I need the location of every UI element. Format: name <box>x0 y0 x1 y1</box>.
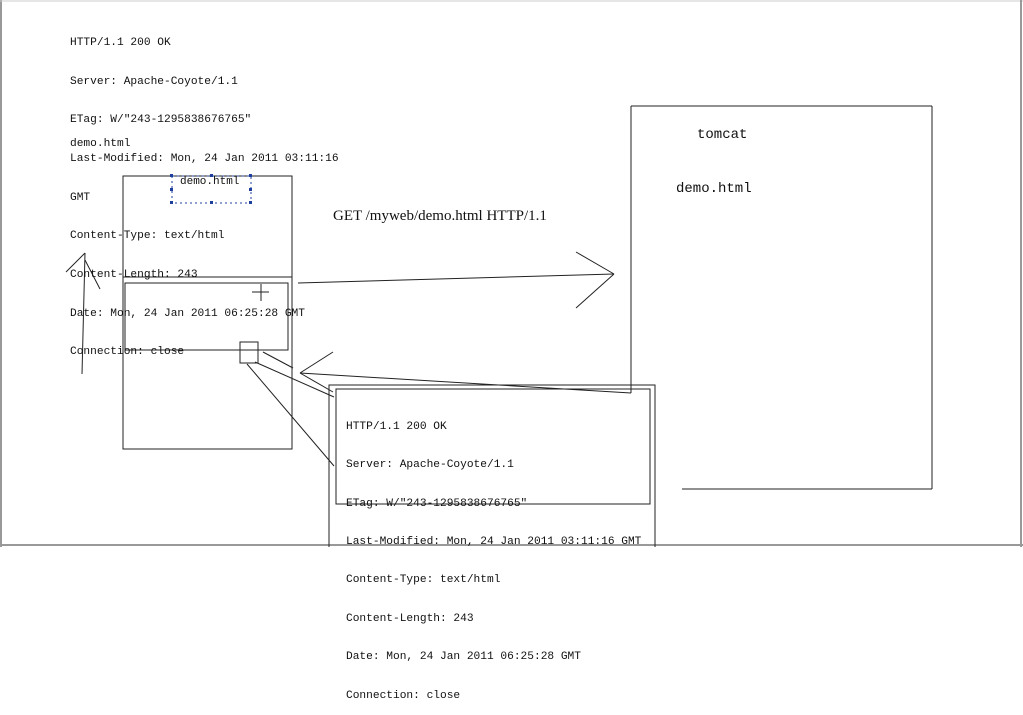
header-line: Content-Type: text/html <box>346 574 501 587</box>
server-name-label: tomcat <box>697 127 748 143</box>
server-box <box>630 105 933 490</box>
small-square <box>239 341 259 364</box>
diagram-canvas <box>0 0 1023 547</box>
bottom-response-headers: HTTP/1.1 200 OK Server: Apache-Coyote/1.… <box>346 395 641 715</box>
server-file-label: demo.html <box>676 181 752 197</box>
header-line: Content-Length: 243 <box>70 269 198 282</box>
header-line: Server: Apache-Coyote/1.1 <box>70 75 238 88</box>
header-line: ETag: W/"243-1295838676765" <box>70 114 252 127</box>
header-line: Server: Apache-Coyote/1.1 <box>346 459 514 472</box>
header-line: Content-Type: text/html <box>70 230 225 243</box>
callout-lines <box>246 351 335 467</box>
header-line: Date: Mon, 24 Jan 2011 06:25:28 GMT <box>346 651 581 664</box>
crosshair-cursor-icon <box>252 284 269 301</box>
header-line: Connection: close <box>70 346 185 359</box>
header-line: Connection: close <box>346 689 461 702</box>
response-headers-box <box>335 388 651 505</box>
header-line: Last-Modified: Mon, 24 Jan 2011 03:11:16… <box>346 536 642 549</box>
browser-content-area <box>124 282 289 351</box>
header-line: GMT <box>70 191 91 204</box>
top-response-headers: HTTP/1.1 200 OK Server: Apache-Coyote/1.… <box>70 11 339 372</box>
header-line: Date: Mon, 24 Jan 2011 06:25:28 GMT <box>70 307 305 320</box>
header-line: ETag: W/"243-1295838676765" <box>346 497 528 510</box>
header-line: Last-Modified: Mon, 24 Jan 2011 03:11:16 <box>70 152 339 165</box>
header-line: HTTP/1.1 200 OK <box>70 36 171 49</box>
selected-file-label: demo.html <box>180 176 240 188</box>
response-panel <box>328 384 656 547</box>
header-line: Content-Length: 243 <box>346 612 474 625</box>
request-arrow <box>297 251 615 309</box>
selection-handles <box>170 174 252 204</box>
up-arrow <box>65 252 101 375</box>
header-line: HTTP/1.1 200 OK <box>346 420 447 433</box>
file-caption: demo.html <box>70 138 131 150</box>
response-arrow <box>299 351 632 394</box>
request-line-label: GET /myweb/demo.html HTTP/1.1 <box>333 208 547 224</box>
